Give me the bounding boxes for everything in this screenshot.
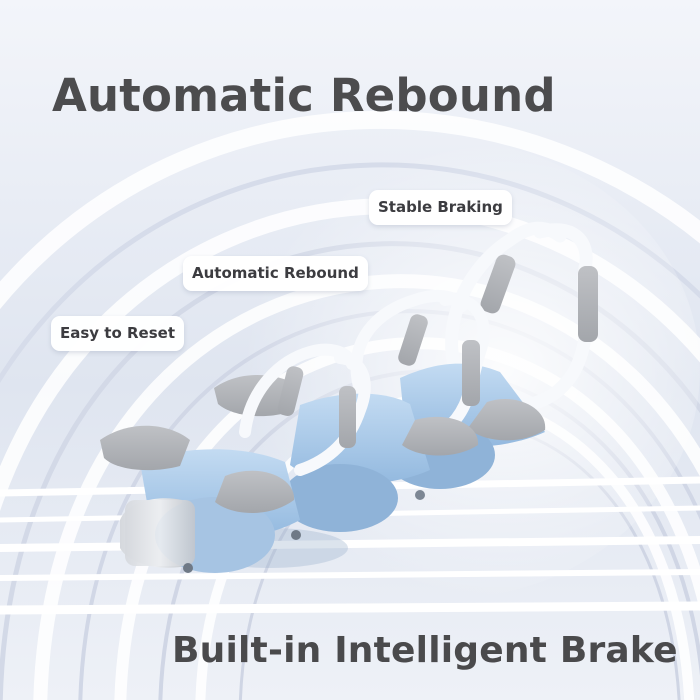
callout-automatic-rebound: Automatic Rebound bbox=[183, 256, 368, 291]
headline: Automatic Rebound bbox=[52, 69, 556, 122]
callout-stable-braking: Stable Braking bbox=[369, 190, 512, 225]
footer-headline: Built-in Intelligent Brake bbox=[172, 630, 678, 671]
ab-roller-front bbox=[100, 343, 371, 573]
callout-easy-to-reset: Easy to Reset bbox=[51, 316, 184, 351]
